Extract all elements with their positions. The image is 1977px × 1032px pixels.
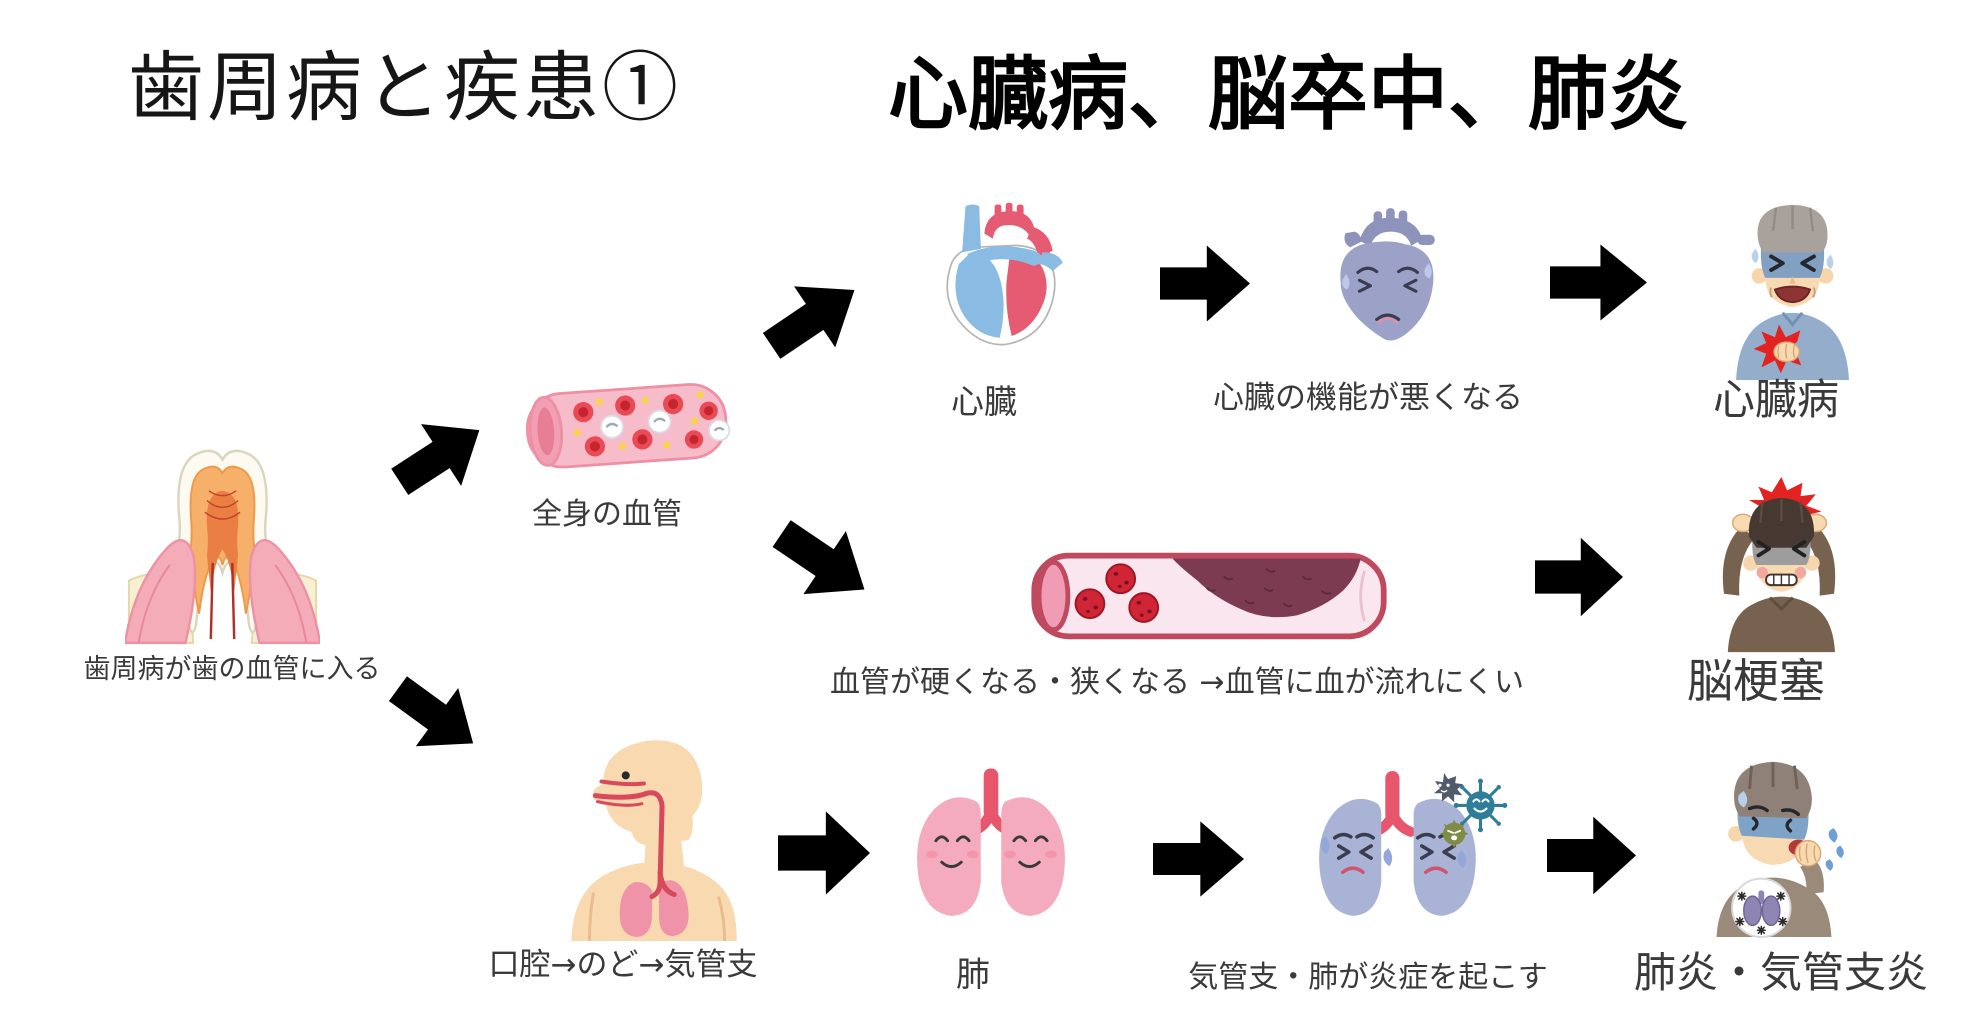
tooth-label: 歯周病が歯の血管に入る [83,654,381,685]
arrow-tooth-to-airway [371,652,499,779]
inflamed-lungs-label: 気管支・肺が炎症を起こす [1188,960,1548,995]
blood-vessel-illustration [509,372,737,479]
clogged-vessel-illustration [1022,548,1396,644]
anatomical-heart-illustration [916,190,1074,365]
stroke-label: 脳梗塞 [1687,654,1825,708]
arrow-weak-heart-to-heart-disease [1550,235,1647,330]
healthy-lungs-illustration [891,766,1091,933]
arrow-vessel-to-heart [746,252,880,384]
pneumonia-label: 肺炎・気管支炎 [1633,948,1929,997]
inflamed-lungs-illustration [1290,769,1512,931]
page-title-emphasis: 心臓病、脳卒中、肺炎 [888,48,1688,141]
arrow-inflamed-lungs-to-pneumonia [1547,807,1636,904]
man-chest-pain-illustration [1732,200,1854,380]
airway-body-illustration [533,731,773,943]
arrow-airway-to-lungs [778,801,870,905]
lungs-label: 肺 [956,955,990,995]
arrow-tooth-to-vessel [375,392,505,521]
weak-heart-label: 心臓の機能が悪くなる [1213,380,1523,416]
heart-disease-label: 心臓病 [1712,375,1840,424]
clogged-vessel-label: 血管が硬くなる・狭くなる →血管に血が流れにくい [829,665,1525,700]
tooth-illustration [125,435,320,647]
arrow-lungs-to-inflamed-lungs [1153,812,1244,906]
heart-label: 心臓 [951,382,1017,421]
vessel-label: 全身の血管 [532,497,682,532]
arrow-heart-to-weak-heart [1160,236,1250,331]
page-title: 歯周病と疾患① [128,43,681,132]
man-headache-illustration [1712,477,1846,654]
airway-label: 口腔→のど→気管支 [488,947,758,983]
arrow-clogged-vessel-to-stroke [1535,528,1623,626]
man-coughing-illustration [1696,754,1848,939]
arrow-vessel-to-clogged-vessel [755,494,891,629]
sad-heart-illustration [1314,204,1459,362]
